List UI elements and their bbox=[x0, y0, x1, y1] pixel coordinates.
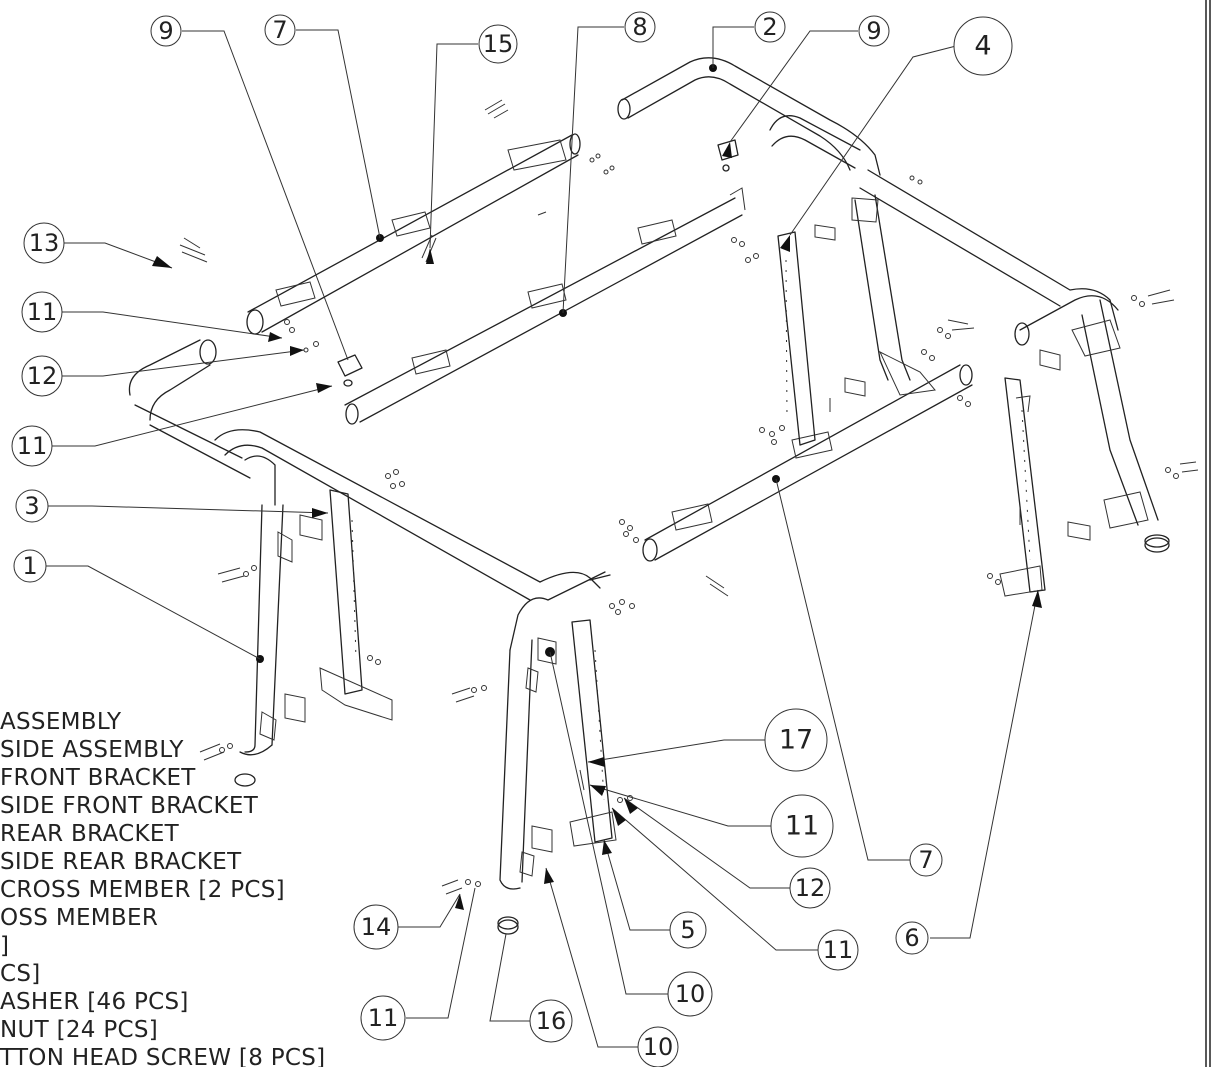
callout-12-b: 12 bbox=[789, 867, 831, 909]
callout-label: 7 bbox=[918, 846, 933, 874]
callout-11-d: 11 bbox=[817, 929, 859, 971]
cross-member-part-8 bbox=[344, 187, 746, 425]
parts-list-item: SIDE FRONT BRACKET bbox=[0, 793, 259, 819]
callout-balloons: 9 7 15 8 2 9 4 13 11 12 11 3 1 17 11 7 1… bbox=[11, 11, 1013, 1067]
callout-16: 16 bbox=[529, 999, 573, 1043]
callout-label: 4 bbox=[974, 31, 991, 62]
rear-hoop-part-2 bbox=[617, 57, 1119, 331]
parts-list-item: FRONT BRACKET bbox=[0, 765, 196, 791]
callout-9-right: 9 bbox=[858, 15, 890, 47]
callout-label: 11 bbox=[17, 432, 48, 460]
parts-list-item: SIDE ASSEMBLY bbox=[0, 737, 184, 763]
front-bracket-part-3 bbox=[299, 489, 393, 721]
callout-4: 4 bbox=[953, 16, 1013, 76]
callout-10-a: 10 bbox=[667, 971, 713, 1017]
knob-part-9 bbox=[337, 139, 739, 387]
callout-7-top: 7 bbox=[264, 14, 296, 46]
parts-list-item: ASSEMBLY bbox=[0, 709, 122, 735]
parts-list-item: ] bbox=[0, 933, 10, 959]
leader-lines bbox=[46, 26, 1039, 1048]
callout-label: 6 bbox=[904, 924, 919, 952]
callout-label: 11 bbox=[785, 811, 819, 842]
callout-6: 6 bbox=[895, 921, 929, 955]
cross-member-part-7-lower bbox=[642, 350, 973, 562]
cross-member-part-7-upper bbox=[246, 133, 581, 335]
parts-list-item: SIDE REAR BRACKET bbox=[0, 849, 242, 875]
callout-label: 11 bbox=[823, 936, 854, 964]
parts-list-item: CS] bbox=[0, 961, 41, 987]
callout-7-right: 7 bbox=[909, 843, 943, 877]
callout-15: 15 bbox=[478, 24, 518, 64]
callout-label: 10 bbox=[643, 1033, 674, 1061]
callout-label: 13 bbox=[29, 229, 60, 257]
callout-label: 9 bbox=[158, 17, 173, 45]
callout-label: 10 bbox=[675, 980, 706, 1008]
callout-11-a: 11 bbox=[21, 291, 63, 333]
callout-label: 17 bbox=[779, 725, 813, 756]
callout-10-b: 10 bbox=[637, 1026, 679, 1067]
callout-17: 17 bbox=[764, 708, 828, 772]
parts-list-item: TTON HEAD SCREW [8 PCS] bbox=[0, 1045, 326, 1067]
sheet-border bbox=[1205, 0, 1211, 1067]
rear-bracket-part-4 bbox=[777, 224, 866, 446]
callout-13: 13 bbox=[23, 222, 65, 264]
callout-label: 15 bbox=[483, 30, 514, 58]
callout-11-e: 11 bbox=[360, 995, 406, 1041]
callout-label: 5 bbox=[680, 916, 695, 944]
callout-label: 11 bbox=[27, 298, 58, 326]
callout-label: 7 bbox=[272, 16, 287, 44]
right-rear-leg bbox=[1014, 295, 1170, 553]
callout-11-c: 11 bbox=[770, 794, 834, 858]
callout-5: 5 bbox=[669, 911, 707, 949]
end-cap-part-16 bbox=[234, 773, 519, 935]
callout-9-top-left: 9 bbox=[150, 15, 182, 47]
rear-bracket-part-6 bbox=[999, 349, 1091, 597]
parts-list-item: ASHER [46 PCS] bbox=[0, 989, 189, 1015]
reference-dots bbox=[256, 64, 780, 663]
callout-label: 12 bbox=[795, 874, 826, 902]
callout-11-b: 11 bbox=[11, 425, 53, 467]
front-hoop-part-1 bbox=[128, 339, 541, 756]
parts-list-item: OSS MEMBER bbox=[0, 905, 159, 931]
callout-2: 2 bbox=[754, 11, 786, 43]
callout-label: 12 bbox=[27, 362, 58, 390]
callout-label: 14 bbox=[361, 913, 392, 941]
callout-label: 9 bbox=[866, 17, 881, 45]
callout-label: 2 bbox=[762, 13, 777, 41]
parts-list-item: NUT [24 PCS] bbox=[0, 1017, 159, 1043]
callout-14: 14 bbox=[353, 904, 399, 950]
parts-list-item: CROSS MEMBER [2 PCS] bbox=[0, 877, 285, 903]
callout-8: 8 bbox=[624, 11, 656, 43]
callout-12-a: 12 bbox=[21, 355, 63, 397]
callout-3: 3 bbox=[15, 489, 49, 523]
arrowheads bbox=[152, 142, 1042, 910]
parts-list: ASSEMBLY SIDE ASSEMBLY FRONT BRACKET SID… bbox=[0, 708, 360, 1067]
front-right-leg bbox=[499, 571, 611, 890]
callout-label: 3 bbox=[24, 492, 39, 520]
callout-label: 16 bbox=[536, 1007, 567, 1035]
callout-1: 1 bbox=[13, 549, 47, 583]
fasteners bbox=[179, 99, 1199, 895]
callout-label: 1 bbox=[22, 552, 37, 580]
rear-center-upright bbox=[851, 194, 911, 381]
callout-label: 11 bbox=[368, 1004, 399, 1032]
side-front-bracket-part-5 bbox=[569, 619, 617, 847]
parts-list-item: REAR BRACKET bbox=[0, 821, 180, 847]
callout-label: 8 bbox=[632, 13, 647, 41]
